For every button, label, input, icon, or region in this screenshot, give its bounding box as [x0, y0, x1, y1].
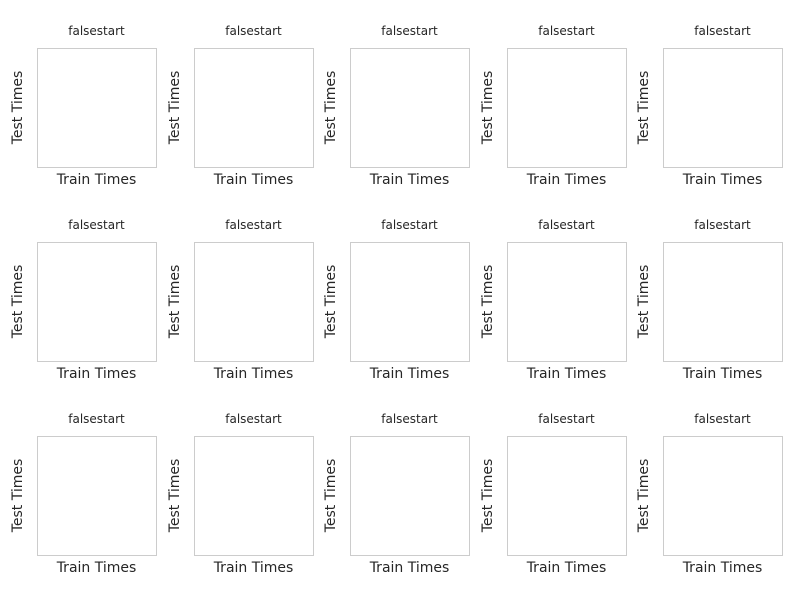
plot-area: [194, 48, 314, 168]
x-axis-label: Train Times: [526, 366, 607, 382]
plot-area: [194, 436, 314, 556]
x-axis-label: Train Times: [682, 172, 763, 188]
y-axis-label: Test Times: [636, 459, 652, 534]
plot-area: [507, 242, 627, 362]
subplot-title: falsestart: [538, 218, 595, 232]
subplot-title: falsestart: [538, 24, 595, 38]
plot-area: [663, 242, 783, 362]
x-axis-label: Train Times: [682, 560, 763, 576]
subplot-title: falsestart: [225, 412, 282, 426]
y-axis-label: Test Times: [480, 71, 496, 146]
plot-area: [194, 242, 314, 362]
y-axis-label: Test Times: [167, 265, 183, 340]
subplot-title: falsestart: [225, 218, 282, 232]
subplot-title: falsestart: [225, 24, 282, 38]
plot-area: [37, 436, 157, 556]
plot-area: [507, 48, 627, 168]
y-axis-label: Test Times: [636, 71, 652, 146]
y-axis-label: Test Times: [10, 265, 26, 340]
subplot-title: falsestart: [694, 218, 751, 232]
x-axis-label: Train Times: [369, 560, 450, 576]
y-axis-label: Test Times: [323, 265, 339, 340]
x-axis-label: Train Times: [213, 560, 294, 576]
plot-area: [507, 436, 627, 556]
plot-area: [37, 48, 157, 168]
plot-area: [37, 242, 157, 362]
x-axis-label: Train Times: [369, 366, 450, 382]
y-axis-label: Test Times: [323, 459, 339, 534]
plot-area: [350, 436, 470, 556]
subplot-title: falsestart: [68, 412, 125, 426]
subplot-title: falsestart: [381, 218, 438, 232]
y-axis-label: Test Times: [636, 265, 652, 340]
plot-area: [663, 48, 783, 168]
y-axis-label: Test Times: [167, 71, 183, 146]
y-axis-label: Test Times: [10, 71, 26, 146]
plot-area: [350, 48, 470, 168]
x-axis-label: Train Times: [213, 172, 294, 188]
x-axis-label: Train Times: [369, 172, 450, 188]
x-axis-label: Train Times: [682, 366, 763, 382]
subplot-title: falsestart: [381, 24, 438, 38]
y-axis-label: Test Times: [10, 459, 26, 534]
y-axis-label: Test Times: [167, 459, 183, 534]
x-axis-label: Train Times: [526, 560, 607, 576]
y-axis-label: Test Times: [480, 265, 496, 340]
x-axis-label: Train Times: [56, 366, 137, 382]
plot-area: [663, 436, 783, 556]
plot-area: [350, 242, 470, 362]
subplot-title: falsestart: [694, 412, 751, 426]
y-axis-label: Test Times: [323, 71, 339, 146]
subplot-title: falsestart: [68, 24, 125, 38]
subplot-title: falsestart: [538, 412, 595, 426]
x-axis-label: Train Times: [56, 560, 137, 576]
x-axis-label: Train Times: [526, 172, 607, 188]
subplot-title: falsestart: [381, 412, 438, 426]
y-axis-label: Test Times: [480, 459, 496, 534]
subplot-title: falsestart: [68, 218, 125, 232]
subplot-title: falsestart: [694, 24, 751, 38]
x-axis-label: Train Times: [56, 172, 137, 188]
x-axis-label: Train Times: [213, 366, 294, 382]
